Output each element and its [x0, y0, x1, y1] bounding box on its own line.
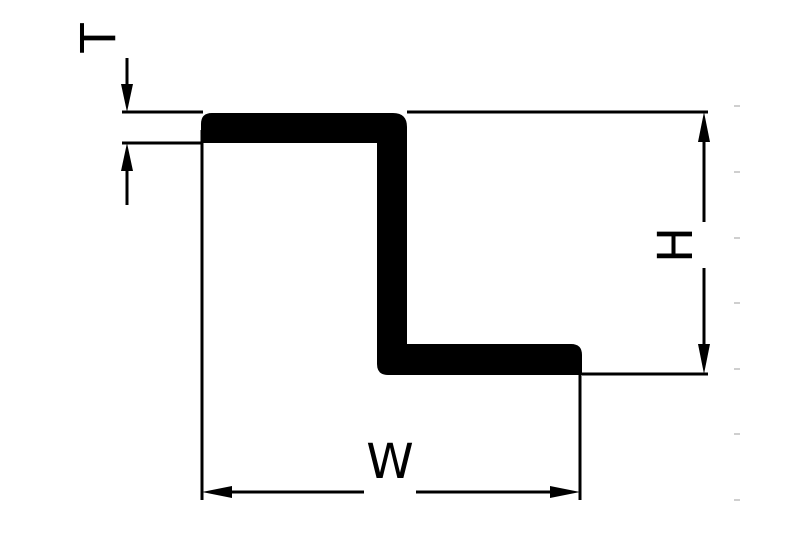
thickness-arrow-top [121, 84, 133, 112]
width-label: W [366, 434, 413, 490]
z-profile-section [201, 113, 582, 375]
thickness-arrow-bottom [121, 143, 133, 171]
width-arrow-right [550, 486, 580, 498]
height-arrow-bottom [698, 344, 710, 374]
thickness-label: T [71, 23, 127, 54]
edge-tick-marks [734, 105, 740, 501]
height-label: H [648, 227, 704, 263]
width-arrow-left [202, 486, 232, 498]
height-arrow-top [698, 112, 710, 142]
